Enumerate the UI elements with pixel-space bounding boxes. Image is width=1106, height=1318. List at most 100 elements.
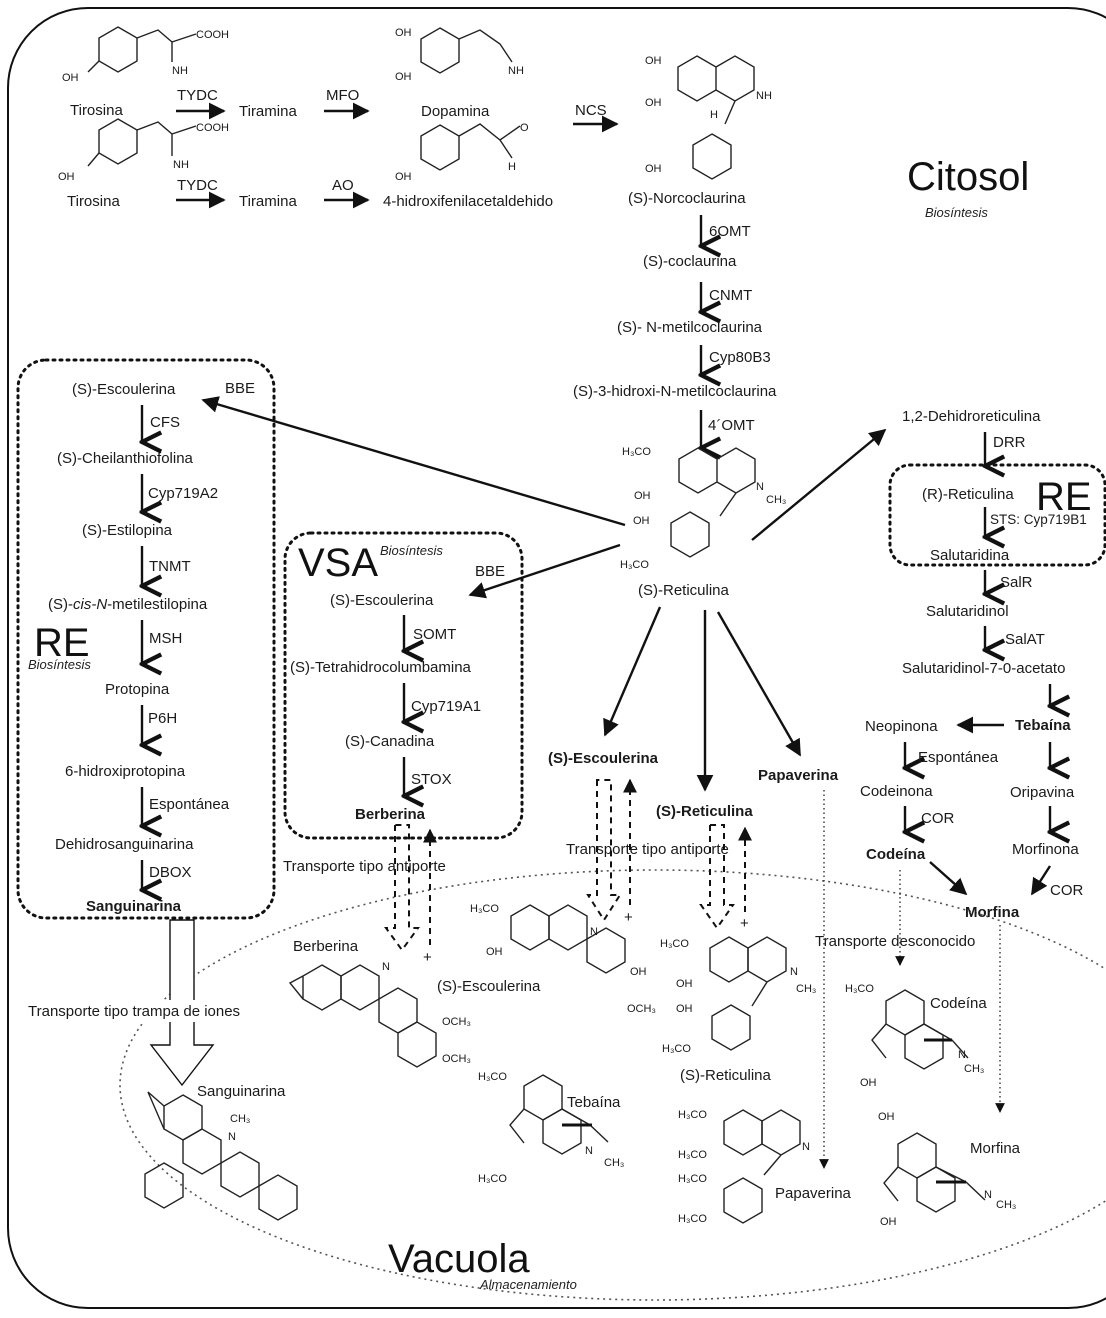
vsa-bbe-label: BBE: [475, 563, 505, 580]
svg-text:H: H: [508, 161, 516, 173]
vsa-box: [283, 531, 524, 840]
svg-text:OH: OH: [486, 946, 503, 958]
neopinona-label: Neopinona: [865, 718, 938, 735]
cyp80b3-label: Cyp80B3: [709, 349, 771, 366]
papaverina-vac-structure: H₃CO H₃CO N H₃CO H₃CO: [678, 1109, 810, 1225]
svg-text:OH: OH: [395, 27, 412, 39]
codeina-right-label: Codeína: [866, 846, 926, 863]
svg-text:OH: OH: [676, 1003, 693, 1015]
drr-label: DRR: [993, 434, 1026, 451]
msh-label: MSH: [149, 630, 182, 647]
cnmt-label: CNMT: [709, 287, 752, 304]
citosol-subtitle: Biosíntesis: [925, 205, 988, 220]
tydc-label-2: TYDC: [177, 177, 218, 194]
salr-label: SalR: [1000, 574, 1033, 591]
morfina-right-label: Morfina: [965, 904, 1020, 921]
svg-text:OH: OH: [58, 171, 75, 183]
sanguinarina-vac-structure: N CH₃: [144, 1091, 298, 1221]
svg-text:OH: OH: [633, 515, 650, 527]
reticulina-vac-structure: H₃CO OH N CH₃ OH H₃CO: [660, 936, 816, 1055]
svg-text:H₃CO: H₃CO: [660, 938, 689, 950]
svg-text:H₃CO: H₃CO: [678, 1213, 707, 1225]
svg-text:H₃CO: H₃CO: [845, 983, 874, 995]
svg-text:H₃CO: H₃CO: [678, 1149, 707, 1161]
berberina-antiporter-plus: +: [423, 949, 432, 966]
svg-text:H: H: [710, 109, 718, 121]
4omt-label: 4´OMT: [708, 417, 755, 434]
citosol-title: Citosol: [907, 155, 1029, 199]
svg-text:N: N: [790, 966, 798, 978]
svg-text:OH: OH: [880, 1216, 897, 1228]
escoulerina-antiporter-down-arrow: [586, 779, 622, 922]
cfs-label: CFS: [150, 414, 180, 431]
svg-text:H₃CO: H₃CO: [622, 446, 651, 458]
berberina-vac-label: Berberina: [293, 938, 359, 955]
espontanea-right-label: Espontánea: [918, 749, 999, 766]
reticulina-mid-label: (S)-Reticulina: [656, 803, 753, 820]
berberina-antiporter-down-arrow: [384, 824, 420, 952]
reticulina-central-label: (S)-Reticulina: [638, 582, 730, 599]
morfinona-label: Morfinona: [1012, 841, 1079, 858]
svg-text:OH: OH: [878, 1111, 895, 1123]
dopamina-label: Dopamina: [421, 103, 490, 120]
p6h-label: P6H: [148, 710, 177, 727]
codeina-vac-label: Codeína: [930, 995, 987, 1012]
norcoclaurina-label: (S)-Norcoclaurina: [628, 190, 746, 207]
salat-label: SalAT: [1005, 631, 1045, 648]
re-left-box: [16, 358, 276, 920]
reticulina-antiporter-plus: +: [740, 915, 749, 932]
transporte-desconocido-label: Transporte desconocido: [815, 933, 975, 950]
oripavina-label: Oripavina: [1010, 784, 1075, 801]
nmetilcoclaurina-label: (S)- N-metilcoclaurina: [617, 319, 763, 336]
svg-text:OH: OH: [860, 1077, 877, 1089]
arrow-to-mid-escoulerina: [603, 606, 662, 737]
dehidrosanguinarina-label: Dehidrosanguinarina: [55, 836, 194, 853]
svg-text:NH: NH: [172, 65, 188, 77]
svg-text:OH: OH: [630, 966, 647, 978]
escoulerina-mid-label: (S)-Escoulerina: [548, 750, 659, 767]
hidroxifenilacetaldehido-label: 4-hidroxifenilacetaldehido: [383, 193, 553, 210]
re-bbe-label: BBE: [225, 380, 255, 397]
canadina-label: (S)-Canadina: [345, 733, 435, 750]
trampa-iones-label: Transporte tipo trampa de iones: [28, 1003, 240, 1020]
arrow-to-dehidroreticulina: [751, 428, 887, 541]
escoulerina-vac-structure: H₃CO OH N OH OCH₃: [470, 903, 656, 1015]
reticulina-antiporter-down-arrow: [699, 824, 735, 930]
svg-text:N: N: [756, 481, 764, 493]
svg-text:OH: OH: [395, 71, 412, 83]
re-left-title: RE: [34, 621, 90, 665]
svg-text:OH: OH: [395, 171, 412, 183]
svg-text:OH: OH: [645, 97, 662, 109]
svg-text:CH₃: CH₃: [766, 494, 786, 506]
stox-label: STOX: [411, 771, 452, 788]
svg-text:H₃CO: H₃CO: [478, 1071, 507, 1083]
svg-text:NH: NH: [173, 159, 189, 171]
codeina-to-morfina-arrow: [929, 861, 968, 896]
acetato-label: Salutaridinol-7-0-acetato: [902, 660, 1065, 677]
svg-text:COOH: COOH: [196, 29, 229, 41]
tebaina-vac-structure: H₃CO H₃CO N CH₃: [478, 1071, 624, 1185]
svg-text:H₃CO: H₃CO: [470, 903, 499, 915]
svg-text:CH₃: CH₃: [604, 1157, 624, 1169]
cyp719a2-label: Cyp719A2: [148, 485, 218, 502]
re-left-subtitle: Biosíntesis: [28, 657, 91, 672]
svg-text:N: N: [958, 1049, 966, 1061]
svg-text:COOH: COOH: [196, 122, 229, 134]
svg-text:H₃CO: H₃CO: [620, 559, 649, 571]
svg-text:OH: OH: [676, 978, 693, 990]
cor2-label: COR: [1050, 882, 1084, 899]
sts-label: STS: Cyp719B1: [990, 512, 1087, 527]
tiramina-label-1: Tiramina: [239, 103, 297, 120]
codeina-vac-structure: H₃CO OH N CH₃: [845, 983, 984, 1089]
svg-text:CH₃: CH₃: [964, 1063, 984, 1075]
r-reticulina-label: (R)-Reticulina: [922, 486, 1014, 503]
papaverina-vac-label: Papaverina: [775, 1185, 852, 1202]
dopamina-structure: OH OH NH: [395, 27, 524, 83]
svg-text:OH: OH: [645, 163, 662, 175]
salutaridinol-label: Salutaridinol: [926, 603, 1009, 620]
svg-text:OCH₃: OCH₃: [442, 1016, 471, 1028]
svg-text:CH₃: CH₃: [230, 1113, 250, 1125]
escoulerina-vac-label: (S)-Escoulerina: [437, 978, 541, 995]
coclaurina-label: (S)-coclaurina: [643, 253, 737, 270]
hidroxifenilacetaldehido-structure: O H OH: [395, 122, 529, 183]
